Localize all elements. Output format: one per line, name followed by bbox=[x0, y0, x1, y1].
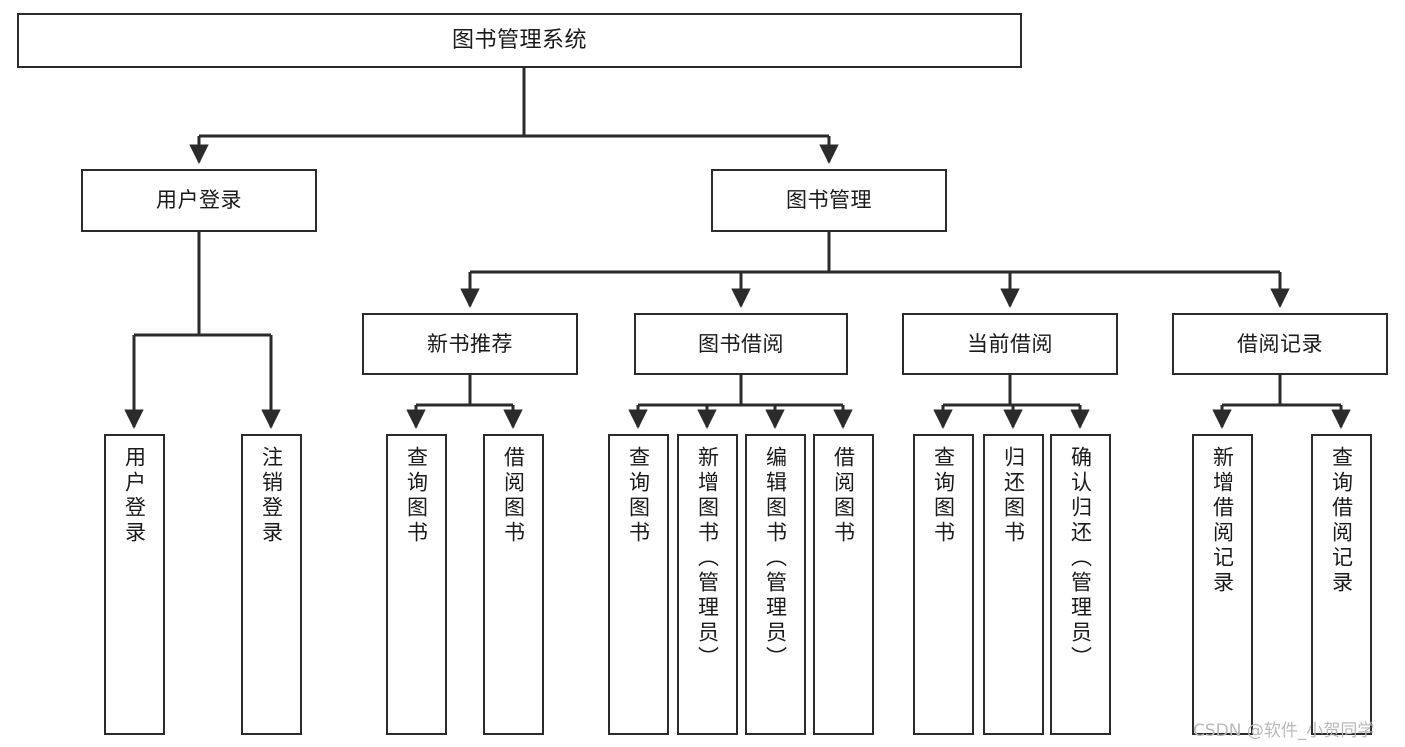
node-label: 图书管理 bbox=[786, 188, 872, 213]
node-label: 图书管理系统 bbox=[451, 27, 587, 53]
node-label: 查询图书 bbox=[931, 446, 956, 546]
node-leaf-user-login[interactable]: 用户登录 bbox=[104, 434, 165, 735]
node-root[interactable]: 图书管理系统 bbox=[17, 13, 1022, 68]
node-leaf-return-book[interactable]: 归还图书 bbox=[983, 434, 1044, 735]
node-label: 借阅记录 bbox=[1237, 331, 1323, 356]
node-leaf-borrow-book-1[interactable]: 借阅图书 bbox=[483, 434, 544, 735]
node-label: 查询图书 bbox=[404, 446, 429, 546]
node-label: 用户登录 bbox=[156, 188, 242, 213]
node-leaf-query-book-2[interactable]: 查询图书 bbox=[608, 434, 669, 735]
node-label: 注销登录 bbox=[259, 446, 284, 546]
node-label: 用户登录 bbox=[122, 446, 147, 546]
node-new-book-recommend[interactable]: 新书推荐 bbox=[362, 313, 578, 375]
node-leaf-query-record[interactable]: 查询借阅记录 bbox=[1311, 434, 1372, 735]
node-label: 图书借阅 bbox=[698, 331, 784, 356]
node-label: 归还图书 bbox=[1001, 446, 1026, 546]
node-leaf-query-book-1[interactable]: 查询图书 bbox=[386, 434, 447, 735]
node-label: 新书推荐 bbox=[427, 331, 513, 356]
node-label: 借阅图书 bbox=[831, 446, 856, 546]
node-leaf-query-book-3[interactable]: 查询图书 bbox=[913, 434, 974, 735]
node-leaf-add-record[interactable]: 新增借阅记录 bbox=[1192, 434, 1253, 735]
node-borrow-record[interactable]: 借阅记录 bbox=[1172, 313, 1388, 375]
node-leaf-borrow-book-2[interactable]: 借阅图书 bbox=[813, 434, 874, 735]
node-label: 新增图书（管理员） bbox=[695, 446, 720, 671]
node-leaf-edit-book[interactable]: 编辑图书（管理员） bbox=[745, 434, 806, 735]
node-label: 借阅图书 bbox=[501, 446, 526, 546]
node-label: 确认归还（管理员） bbox=[1068, 446, 1093, 671]
node-leaf-confirm-return[interactable]: 确认归还（管理员） bbox=[1050, 434, 1111, 735]
node-label: 当前借阅 bbox=[967, 331, 1053, 356]
node-current-borrow[interactable]: 当前借阅 bbox=[902, 313, 1118, 375]
node-label: 查询借阅记录 bbox=[1329, 446, 1354, 596]
node-leaf-logout-login[interactable]: 注销登录 bbox=[241, 434, 302, 735]
node-book-manage[interactable]: 图书管理 bbox=[711, 169, 947, 232]
node-leaf-add-book[interactable]: 新增图书（管理员） bbox=[677, 434, 738, 735]
node-label: 编辑图书（管理员） bbox=[763, 446, 788, 671]
watermark: CSDN @软件_小贺同学 bbox=[1193, 721, 1375, 741]
node-book-borrow[interactable]: 图书借阅 bbox=[634, 313, 848, 375]
node-label: 查询图书 bbox=[626, 446, 651, 546]
node-label: 新增借阅记录 bbox=[1210, 446, 1235, 596]
node-user-login[interactable]: 用户登录 bbox=[81, 169, 317, 232]
